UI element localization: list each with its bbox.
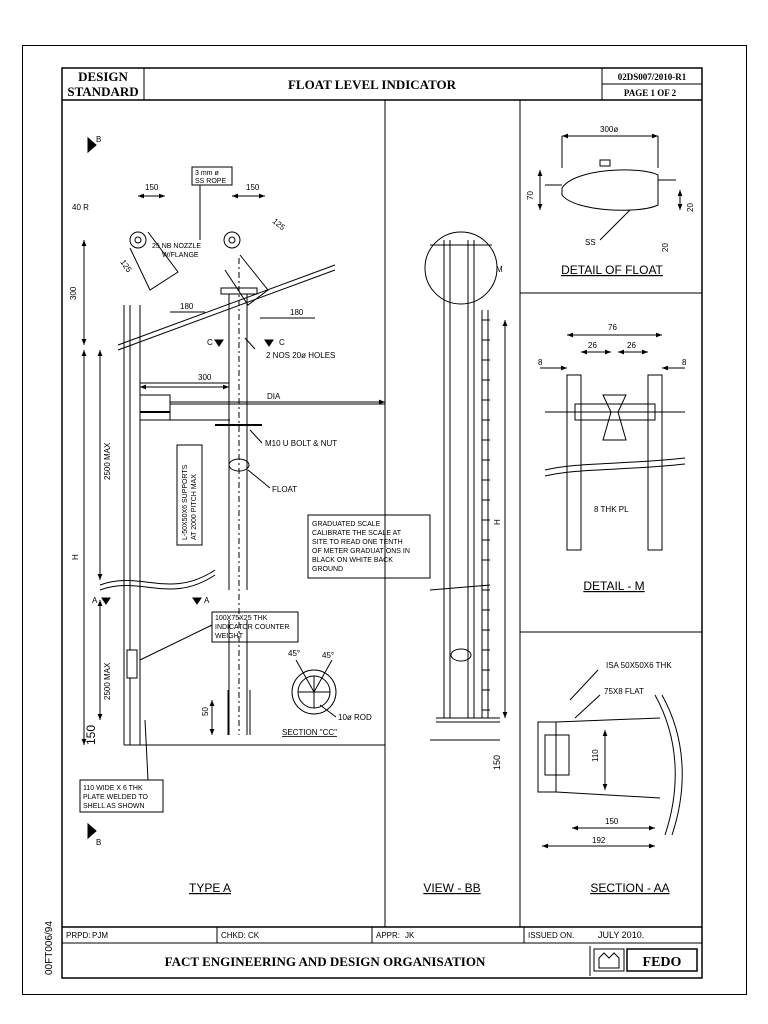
- mark-m: M: [496, 265, 503, 274]
- organisation-name: FACT ENGINEERING AND DESIGN ORGANISATION: [165, 954, 486, 969]
- issued-value: JULY 2010.: [598, 930, 644, 940]
- drawing-frame: [22, 45, 747, 995]
- counter-weight-3: WEIGHT: [215, 633, 244, 640]
- mark-b-bottom: B: [96, 838, 101, 847]
- dim-h-type-a: H: [71, 554, 80, 560]
- rod-note: 10ø ROD: [338, 713, 372, 722]
- dim-26-a: 26: [588, 341, 597, 350]
- plate-note-1: 110 WIDE X 6 THK: [83, 785, 143, 792]
- dim-8-a: 8: [538, 358, 543, 367]
- scale-note-3: SITE TO READ ONE TENTH: [312, 539, 403, 546]
- counter-weight-2: INDICATOR COUNTER: [215, 624, 289, 631]
- float-note: FLOAT: [272, 485, 297, 494]
- caption-detail-m: DETAIL - M: [583, 579, 644, 593]
- float-diameter: 300ø: [600, 125, 618, 134]
- flat-note: 75X8 FLAT: [604, 687, 644, 696]
- radius-label: 40 R: [72, 203, 89, 212]
- title-block-design: DESIGN: [78, 69, 128, 84]
- caption-section-aa: SECTION - AA: [590, 881, 669, 895]
- dim-300-mid: 300: [198, 373, 212, 382]
- nozzle-note-1: 25 NB NOZZLE: [152, 243, 201, 250]
- inner-border: [61, 67, 703, 979]
- ss-label: SS: [585, 238, 596, 247]
- isa-note: ISA 50X50X6 THK: [606, 661, 672, 670]
- mark-b-top: B: [96, 135, 101, 144]
- view-bb-drawing: [424, 231, 508, 741]
- document-number: 02DS007/2010-R1: [618, 72, 687, 82]
- angle-45-a: 45°: [288, 649, 300, 658]
- supports-note-2: AT 2000 PITCH MAX: [191, 474, 198, 540]
- dim-150-view-bb: 150: [492, 755, 502, 770]
- dim-150-right: 150: [246, 183, 260, 192]
- section-a-right: A: [204, 596, 210, 605]
- scale-note-6: GROUND: [312, 566, 343, 573]
- dim-26-b: 26: [627, 341, 636, 350]
- section-c-left: C: [207, 338, 213, 347]
- dim-150-left: 150: [145, 183, 159, 192]
- dim-8-b: 8: [682, 358, 687, 367]
- rope-note-1: 3 mm ø: [195, 170, 219, 177]
- dia-label: DIA: [267, 392, 281, 401]
- dim-h-view-bb: H: [493, 519, 502, 525]
- prepared-label: PRPD:: [66, 931, 90, 940]
- plate-thickness: 8 THK PL: [594, 505, 629, 514]
- dim-20-a: 20: [686, 203, 695, 212]
- angle-45-b: 45°: [322, 651, 334, 660]
- section-cc-label: SECTION "CC": [282, 728, 337, 737]
- section-aa-drawing: [537, 669, 683, 849]
- type-a-drawing: [79, 136, 431, 840]
- rope-note-2: SS ROPE: [195, 178, 226, 185]
- approved-label: APPR:: [376, 931, 400, 940]
- section-c-right: C: [279, 338, 285, 347]
- scale-note-4: OF METER GRADUATIONS IN: [312, 548, 410, 555]
- scale-note-1: GRADUATED SCALE: [312, 521, 381, 528]
- dim-70: 70: [526, 191, 535, 200]
- caption-detail-float: DETAIL OF FLOAT: [561, 263, 663, 277]
- dim-2500-bottom: 2500 MAX: [103, 662, 112, 700]
- issued-label: ISSUED ON.: [528, 931, 574, 940]
- section-a-left: A: [92, 596, 98, 605]
- dim-110: 110: [591, 749, 600, 762]
- approved-value: JK: [405, 931, 415, 940]
- dim-300-top: 300: [69, 286, 78, 300]
- page-number: PAGE 1 OF 2: [624, 88, 677, 98]
- prepared-value: PJM: [92, 931, 108, 940]
- dim-180-b: 180: [290, 308, 304, 317]
- counter-weight-1: 100X75X25 THK: [215, 615, 268, 622]
- dim-50: 50: [201, 707, 210, 716]
- bolt-note: M10 U BOLT & NUT: [265, 439, 337, 448]
- dim-125-b: 125: [271, 217, 287, 233]
- title-block-standard: STANDARD: [67, 84, 138, 99]
- dim-76: 76: [608, 323, 617, 332]
- caption-type-a: TYPE A: [189, 881, 231, 895]
- plate-note-2: PLATE WELDED TO: [83, 794, 149, 801]
- dim-192: 192: [592, 836, 606, 845]
- dim-125-a: 125: [118, 258, 133, 275]
- dim-180-a: 180: [180, 302, 194, 311]
- dim-150-bottom: 150: [84, 725, 98, 745]
- supports-note-1: L-50X50X6 SUPPORTS: [182, 464, 189, 540]
- dim-20-b: 20: [661, 243, 670, 252]
- dim-150-aa: 150: [605, 817, 619, 826]
- holes-note: 2 NOS 20ø HOLES: [266, 351, 335, 360]
- caption-view-bb: VIEW - BB: [423, 881, 480, 895]
- drawing-title: FLOAT LEVEL INDICATOR: [288, 77, 457, 92]
- dim-2500-top: 2500 MAX: [103, 442, 112, 480]
- nozzle-note-2: W/FLANGE: [162, 252, 199, 259]
- scale-note-5: BLACK ON WHITE BACK: [312, 557, 393, 564]
- checked-value: CK: [248, 931, 260, 940]
- plate-note-3: SHELL AS SHOWN: [83, 803, 145, 810]
- scale-note-2: CALIBRATE THE SCALE AT: [312, 530, 402, 537]
- detail-m-drawing: [540, 332, 686, 551]
- checked-label: CHKD:: [221, 931, 246, 940]
- detail-float-drawing: [537, 133, 683, 241]
- fedo-logo: [593, 948, 698, 972]
- logo-text: FEDO: [643, 955, 682, 970]
- side-code: 00FT006/94: [44, 921, 55, 975]
